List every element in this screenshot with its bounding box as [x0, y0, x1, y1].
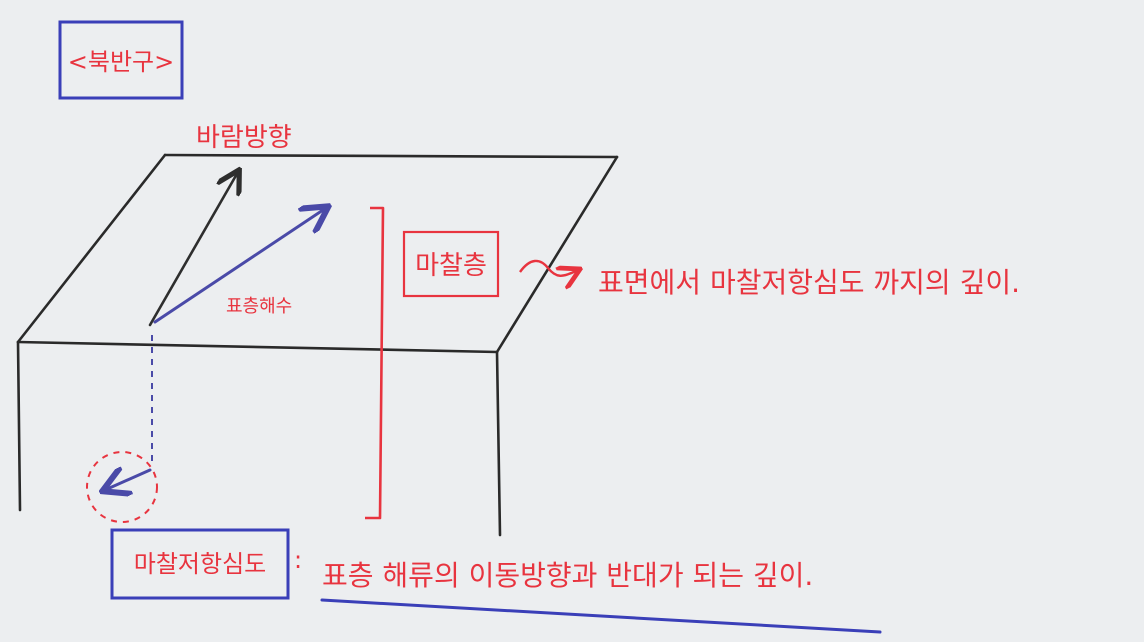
ocean-block-outline: [16, 153, 619, 537]
wind-arrow: [148, 172, 238, 327]
deep-current-arrow: [105, 470, 152, 490]
left-side-edge: [16, 340, 22, 512]
friction-depth-colon: :: [294, 546, 302, 574]
friction-layer-pointer: [519, 259, 578, 276]
surface-current-arrow: [153, 208, 326, 324]
friction-layer-box: [402, 230, 500, 298]
description-underline: [320, 598, 882, 634]
friction-layer-description: 표면에서 마찰저항심도 까지의 깊이.: [598, 266, 1020, 299]
hemisphere-label: <북반구>: [68, 48, 174, 76]
friction-depth-label: 마찰저항심도: [134, 550, 266, 578]
wind-direction-label: 바람방향: [196, 123, 292, 153]
friction-depth-circle: [86, 451, 158, 523]
left-top-edge: [16, 153, 167, 344]
hemisphere-box: [58, 20, 184, 100]
friction-layer-bracket: [365, 206, 385, 520]
right-top-edge: [495, 155, 619, 354]
top-back-edge: [163, 153, 619, 159]
surface-current-label: 표층해수: [226, 296, 292, 317]
front-edge: [16, 340, 499, 354]
friction-depth-box: [110, 528, 290, 600]
right-side-edge: [495, 350, 502, 537]
friction-layer-label: 마찰층: [415, 251, 487, 281]
friction-depth-description: 표층 해류의 이동방향과 반대가 되는 깊이.: [322, 559, 813, 592]
